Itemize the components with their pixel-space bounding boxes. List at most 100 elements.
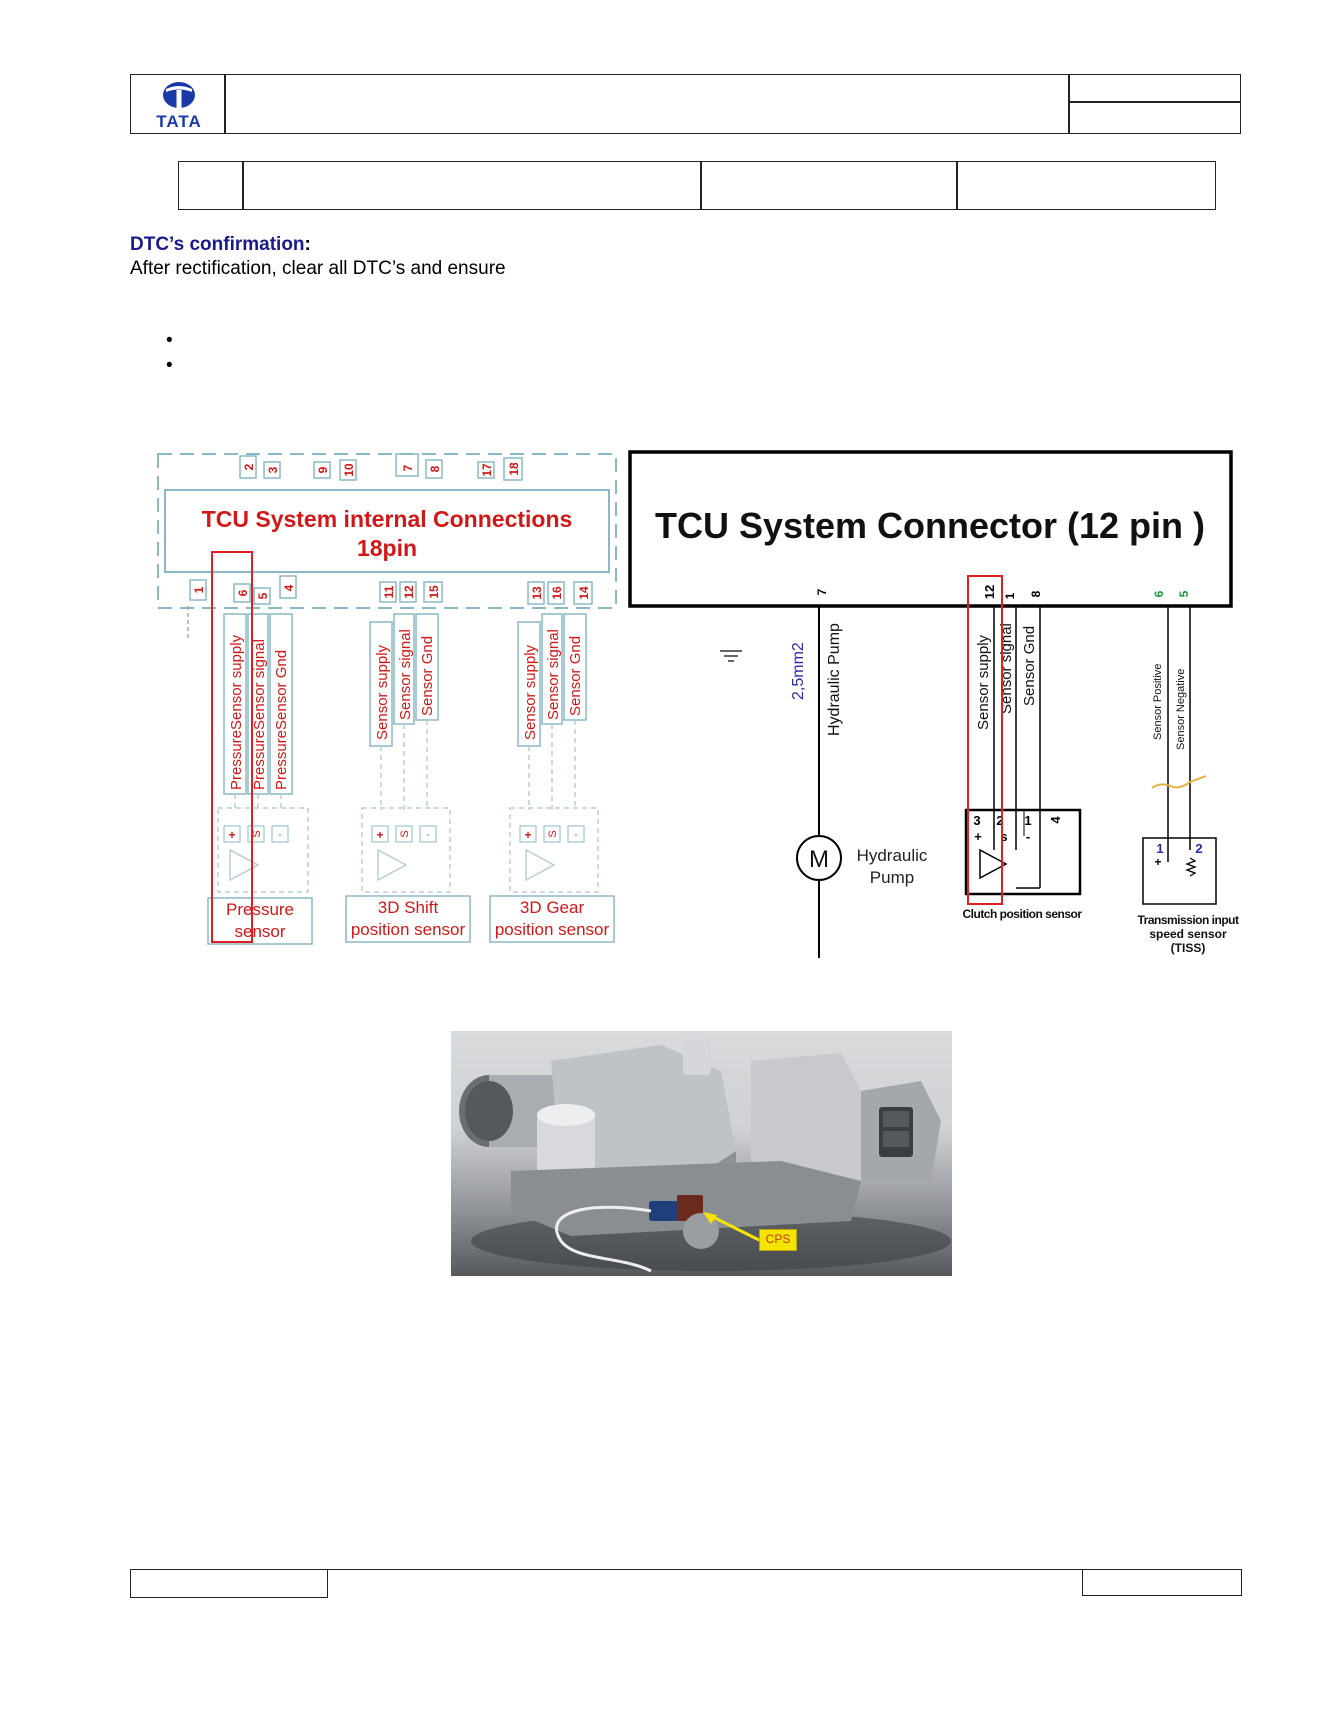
section-heading: DTC’s confirmation: xyxy=(130,234,311,256)
bottom-pin-14: 14 xyxy=(577,586,591,600)
heading-colon: : xyxy=(304,234,311,255)
tiss-caption-2: speed sensor xyxy=(1149,927,1227,941)
top-pin-3: 3 xyxy=(266,466,280,473)
wire-label-gear-supply: Sensor supply xyxy=(522,644,539,740)
cps-pin-3: 3 xyxy=(973,813,980,828)
pressure-pin-plus: + xyxy=(228,828,235,842)
tiss-block xyxy=(1142,837,1217,905)
shift-pin-minus: - xyxy=(426,827,430,841)
tata-emblem-icon: TATA xyxy=(156,82,202,131)
info-col-divider-3 xyxy=(956,161,958,210)
tiss-wire-positive: Sensor Positive xyxy=(1152,664,1164,740)
pressure-sensor-label-2: sensor xyxy=(234,922,285,941)
top-pin-8: 8 xyxy=(428,465,442,472)
motor-label-2: Pump xyxy=(870,868,914,887)
tiss-pin-1: 1 xyxy=(1156,841,1163,856)
actuator-illustration xyxy=(459,1039,951,1273)
top-pin-17: 17 xyxy=(480,463,494,477)
right-title: TCU System Connector (12 pin ) xyxy=(655,505,1205,546)
cps-wire-signal: Sensor signal xyxy=(998,623,1015,714)
tata-logo: TATA xyxy=(148,78,210,131)
bottom-pin-5: 5 xyxy=(256,592,270,599)
motor-label-1: Hydraulic xyxy=(857,846,928,865)
right-diagram: TCU System Connector (12 pin ) 7 12 1 8 … xyxy=(628,450,1240,958)
pressure-wire-labels: PressureSensor supply PressureSensor sig… xyxy=(223,613,293,795)
wire-label-pressure-supply: PressureSensor supply xyxy=(228,634,245,790)
bottom-pin-13: 13 xyxy=(530,586,544,600)
tiss-sign-plus: + xyxy=(1154,855,1161,869)
bottom-pin-16: 16 xyxy=(550,586,564,600)
body-paragraph: After rectification, clear all DTC’s and… xyxy=(130,258,506,279)
gear-wire-labels: Sensor supply Sensor signal Sensor Gnd xyxy=(517,613,587,747)
motor-icon xyxy=(796,835,842,881)
logo-text: TATA xyxy=(156,112,202,130)
ground-symbol-icon xyxy=(720,650,742,662)
footer-right-cell xyxy=(1082,1569,1242,1596)
actuator-photo: CPS xyxy=(451,1031,952,1276)
cps-highlight-box xyxy=(967,575,1003,905)
tiss-caption-3: (TISS) xyxy=(1171,941,1206,955)
bottom-pin-15: 15 xyxy=(427,585,441,599)
bottom-pin-1: 1 xyxy=(192,586,206,593)
gear-sensor-label-1: 3D Gear xyxy=(520,898,585,917)
tiss-shield-icon xyxy=(1151,775,1207,789)
right-cell-divider xyxy=(1068,74,1070,134)
wire-label-shift-signal: Sensor signal xyxy=(397,629,414,720)
motor-symbol: M xyxy=(809,846,829,873)
top-pin-group: 2 3 9 10 7 8 17 18 xyxy=(239,453,523,481)
shift-sensor-block: + S - 3D Shift position sensor xyxy=(345,807,471,943)
cps-sign-plus: + xyxy=(974,829,982,844)
right-cell-split xyxy=(1068,101,1241,103)
wire-label-shift-gnd: Sensor Gnd xyxy=(419,636,436,716)
left-diagram: TCU System internal Connections 18pin 2 … xyxy=(157,453,617,945)
shift-wire-labels: Sensor supply Sensor signal Sensor Gnd xyxy=(369,613,439,747)
cps-callout xyxy=(759,1229,797,1251)
tiss-pin-2: 2 xyxy=(1195,841,1202,856)
pin-12: 12 xyxy=(982,585,997,599)
bottom-pin-6: 6 xyxy=(236,589,250,596)
pressure-pin-minus: - xyxy=(278,827,282,841)
header-table xyxy=(130,74,1241,134)
pressure-sensor-block: + S - Pressure sensor xyxy=(207,807,313,945)
pin-7: 7 xyxy=(815,588,829,595)
cps-sign-signal: s xyxy=(1000,829,1007,844)
logo-cell-divider xyxy=(224,74,226,134)
gear-pin-signal: S xyxy=(547,830,559,837)
bottom-pin-12: 12 xyxy=(402,585,416,599)
pump-wire-label: Hydraulic Pump xyxy=(826,623,843,736)
wiring-diagram: TCU System internal Connections 18pin 2 … xyxy=(157,450,1240,958)
left-title-line1: TCU System internal Connections xyxy=(202,506,573,532)
gear-sensor-label-2: position sensor xyxy=(495,920,610,939)
tiss-wire-negative: Sensor Negative xyxy=(1175,669,1187,750)
shift-sensor-label-2: position sensor xyxy=(351,920,466,939)
bullet-2: • xyxy=(166,355,173,376)
bottom-pin-4: 4 xyxy=(282,584,296,591)
cps-wire-gnd: Sensor Gnd xyxy=(1021,626,1038,706)
top-pin-7: 7 xyxy=(401,464,415,471)
footer-left-cell xyxy=(130,1569,328,1598)
left-title-line2: 18pin xyxy=(357,535,417,561)
pin-5: 5 xyxy=(1177,590,1191,597)
pin-6: 6 xyxy=(1152,590,1166,597)
pin-1: 1 xyxy=(1003,592,1017,599)
top-pin-10: 10 xyxy=(342,463,356,477)
wire-label-shift-supply: Sensor supply xyxy=(374,644,391,740)
gear-sensor-block: + S - 3D Gear position sensor xyxy=(489,807,615,943)
tiss-caption-1: Transmission input xyxy=(1137,913,1239,927)
bottom-pin-group: 1 6 5 4 11 12 15 13 16 14 xyxy=(189,575,593,605)
pin-8: 8 xyxy=(1029,590,1043,597)
info-col-divider-2 xyxy=(700,161,702,210)
cps-pin-2: 2 xyxy=(996,813,1003,828)
top-pin-18: 18 xyxy=(507,462,521,476)
cps-pin-4: 4 xyxy=(1048,816,1063,824)
cps-sign-minus: - xyxy=(1026,829,1030,844)
bottom-pin-11: 11 xyxy=(382,585,396,598)
gear-pin-minus: - xyxy=(574,827,578,841)
pressure-sensor-label-1: Pressure xyxy=(226,900,294,919)
bullet-1: • xyxy=(166,330,173,351)
wire-label-pressure-gnd: PressureSensor Gnd xyxy=(273,650,290,790)
cps-block xyxy=(964,808,1082,896)
pressure-pin-signal: S xyxy=(251,830,263,837)
info-table xyxy=(178,161,1216,210)
wire-label-gear-gnd: Sensor Gnd xyxy=(567,636,584,716)
